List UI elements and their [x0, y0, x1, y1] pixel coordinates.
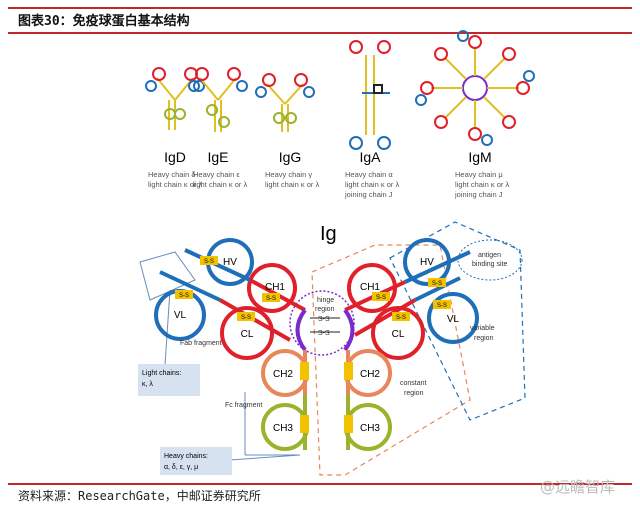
- ss-bond: S-S: [237, 312, 255, 321]
- fc-label: Fc fragment: [225, 402, 262, 409]
- svg-text:S-S: S-S: [241, 315, 251, 321]
- ss-bond: [300, 362, 309, 380]
- igg-line2: light chain κ or λ: [265, 180, 319, 189]
- variable-label: variable: [470, 325, 495, 332]
- fab-bracket: [139, 251, 196, 301]
- hinge-label: hinge: [317, 297, 334, 304]
- svg-text:S-S: S-S: [179, 293, 189, 299]
- iga-line3: joining chain J: [344, 190, 393, 199]
- svg-text:S-S: S-S: [437, 303, 447, 309]
- svg-text:α, δ, ε, γ, μ: α, δ, ε, γ, μ: [164, 464, 198, 471]
- cl-label: CL: [241, 329, 254, 340]
- svg-text:S-S: S-S: [204, 259, 214, 265]
- source-note: 资料来源：ResearchGate，中邮证券研究所: [18, 489, 261, 503]
- hinge-disulfide-bonds: [310, 317, 340, 333]
- igd-line1: Heavy chain δ: [148, 170, 196, 179]
- ss-bond: S-S: [392, 312, 410, 321]
- igd-label: IgD: [164, 149, 186, 165]
- hv-label: HV: [420, 257, 434, 268]
- title-rule: [8, 32, 632, 34]
- igd-line2: light chain κ or λ: [148, 180, 202, 189]
- ch3-label: CH3: [360, 423, 380, 434]
- svg-text:S-S: S-S: [396, 315, 406, 321]
- ss-bond: S-S: [433, 300, 451, 309]
- ige-icon: [188, 67, 248, 132]
- right-vl-domain: [427, 292, 479, 344]
- ch3-label: CH3: [273, 423, 293, 434]
- pointer-lines: [164, 289, 301, 461]
- ige-label: IgE: [207, 149, 228, 165]
- heavy-chains-box: Heavy chains: α, δ, ε, γ, μ: [160, 447, 232, 475]
- ige-line1: Heavy chain ε: [193, 170, 240, 179]
- left-cl-domain: [220, 306, 274, 360]
- iga-line1: Heavy chain α: [345, 170, 393, 179]
- ss-bond: S-S: [262, 293, 280, 302]
- cl-label: CL: [392, 329, 405, 340]
- antigen-site-outline: [457, 239, 523, 281]
- isotype-labels: IgD Heavy chain δ light chain κ or λ IgE…: [148, 149, 509, 199]
- igm-line1: Heavy chain μ: [455, 170, 503, 179]
- ss-bond: [344, 415, 353, 433]
- antigen-label: antigen: [478, 252, 501, 259]
- svg-text:S-S: S-S: [376, 295, 386, 301]
- ch2-label: CH2: [273, 369, 293, 380]
- watermark: @远瞻智库: [540, 478, 616, 496]
- fc-bracket: [244, 392, 300, 456]
- svg-text:S-S: S-S: [266, 296, 276, 302]
- constant-label: region: [404, 390, 424, 397]
- ch1-label: CH1: [265, 282, 285, 293]
- hv-label: HV: [223, 257, 237, 268]
- igm-line2: light chain κ or λ: [455, 180, 509, 189]
- antigen-label: binding site: [472, 261, 508, 268]
- ss-bond: S-S: [175, 290, 193, 299]
- ss-bond: S-S: [200, 256, 218, 265]
- igm-line3: joining chain J: [454, 190, 503, 199]
- igm-icon: [415, 30, 535, 146]
- vl-label: VL: [447, 314, 460, 325]
- vl-label: VL: [174, 310, 187, 321]
- ch2-label: CH2: [360, 369, 380, 380]
- figure-title: 图表30：免疫球蛋白基本结构: [18, 14, 190, 29]
- igg-icon: [255, 73, 315, 132]
- ss-bond: S-S: [372, 292, 390, 301]
- ss-label: S-S: [318, 330, 330, 337]
- igm-label: IgM: [468, 149, 491, 165]
- ige-line2: light chain κ or λ: [193, 180, 247, 189]
- top-rule: [8, 7, 632, 9]
- constant-label: constant: [400, 380, 427, 387]
- igg-label: IgG: [279, 149, 302, 165]
- ss-bond: S-S: [428, 278, 446, 287]
- variable-label: region: [474, 335, 494, 342]
- svg-text:S-S: S-S: [432, 281, 442, 287]
- ss-bond: [300, 415, 309, 433]
- svg-text:κ, λ: κ, λ: [142, 381, 153, 388]
- ss-bond: [344, 362, 353, 380]
- ig-title: Ig: [320, 223, 337, 245]
- iga-label: IgA: [359, 149, 381, 165]
- iga-line2: light chain κ or λ: [345, 180, 399, 189]
- isotype-icons: [145, 30, 535, 150]
- ss-label: S-S: [318, 316, 330, 323]
- fab-label: Fab fragment: [180, 340, 222, 347]
- hinge-label: region: [315, 306, 335, 313]
- light-chains-box: Light chains: κ, λ: [138, 364, 200, 396]
- constant-region-outline: [311, 244, 471, 476]
- ig-structure: Ig: [138, 221, 526, 476]
- igg-line1: Heavy chain γ: [265, 170, 312, 179]
- left-ch1-domain: [247, 263, 297, 313]
- svg-text:Heavy chains:: Heavy chains:: [164, 453, 208, 460]
- hinge-outline: [289, 290, 355, 356]
- iga-icon: [349, 40, 391, 150]
- igd-icon: [145, 67, 205, 130]
- svg-text:Light chains:: Light chains:: [142, 370, 181, 377]
- ch1-label: CH1: [360, 282, 380, 293]
- bottom-rule: [8, 483, 632, 485]
- variable-region-outline: [389, 221, 526, 421]
